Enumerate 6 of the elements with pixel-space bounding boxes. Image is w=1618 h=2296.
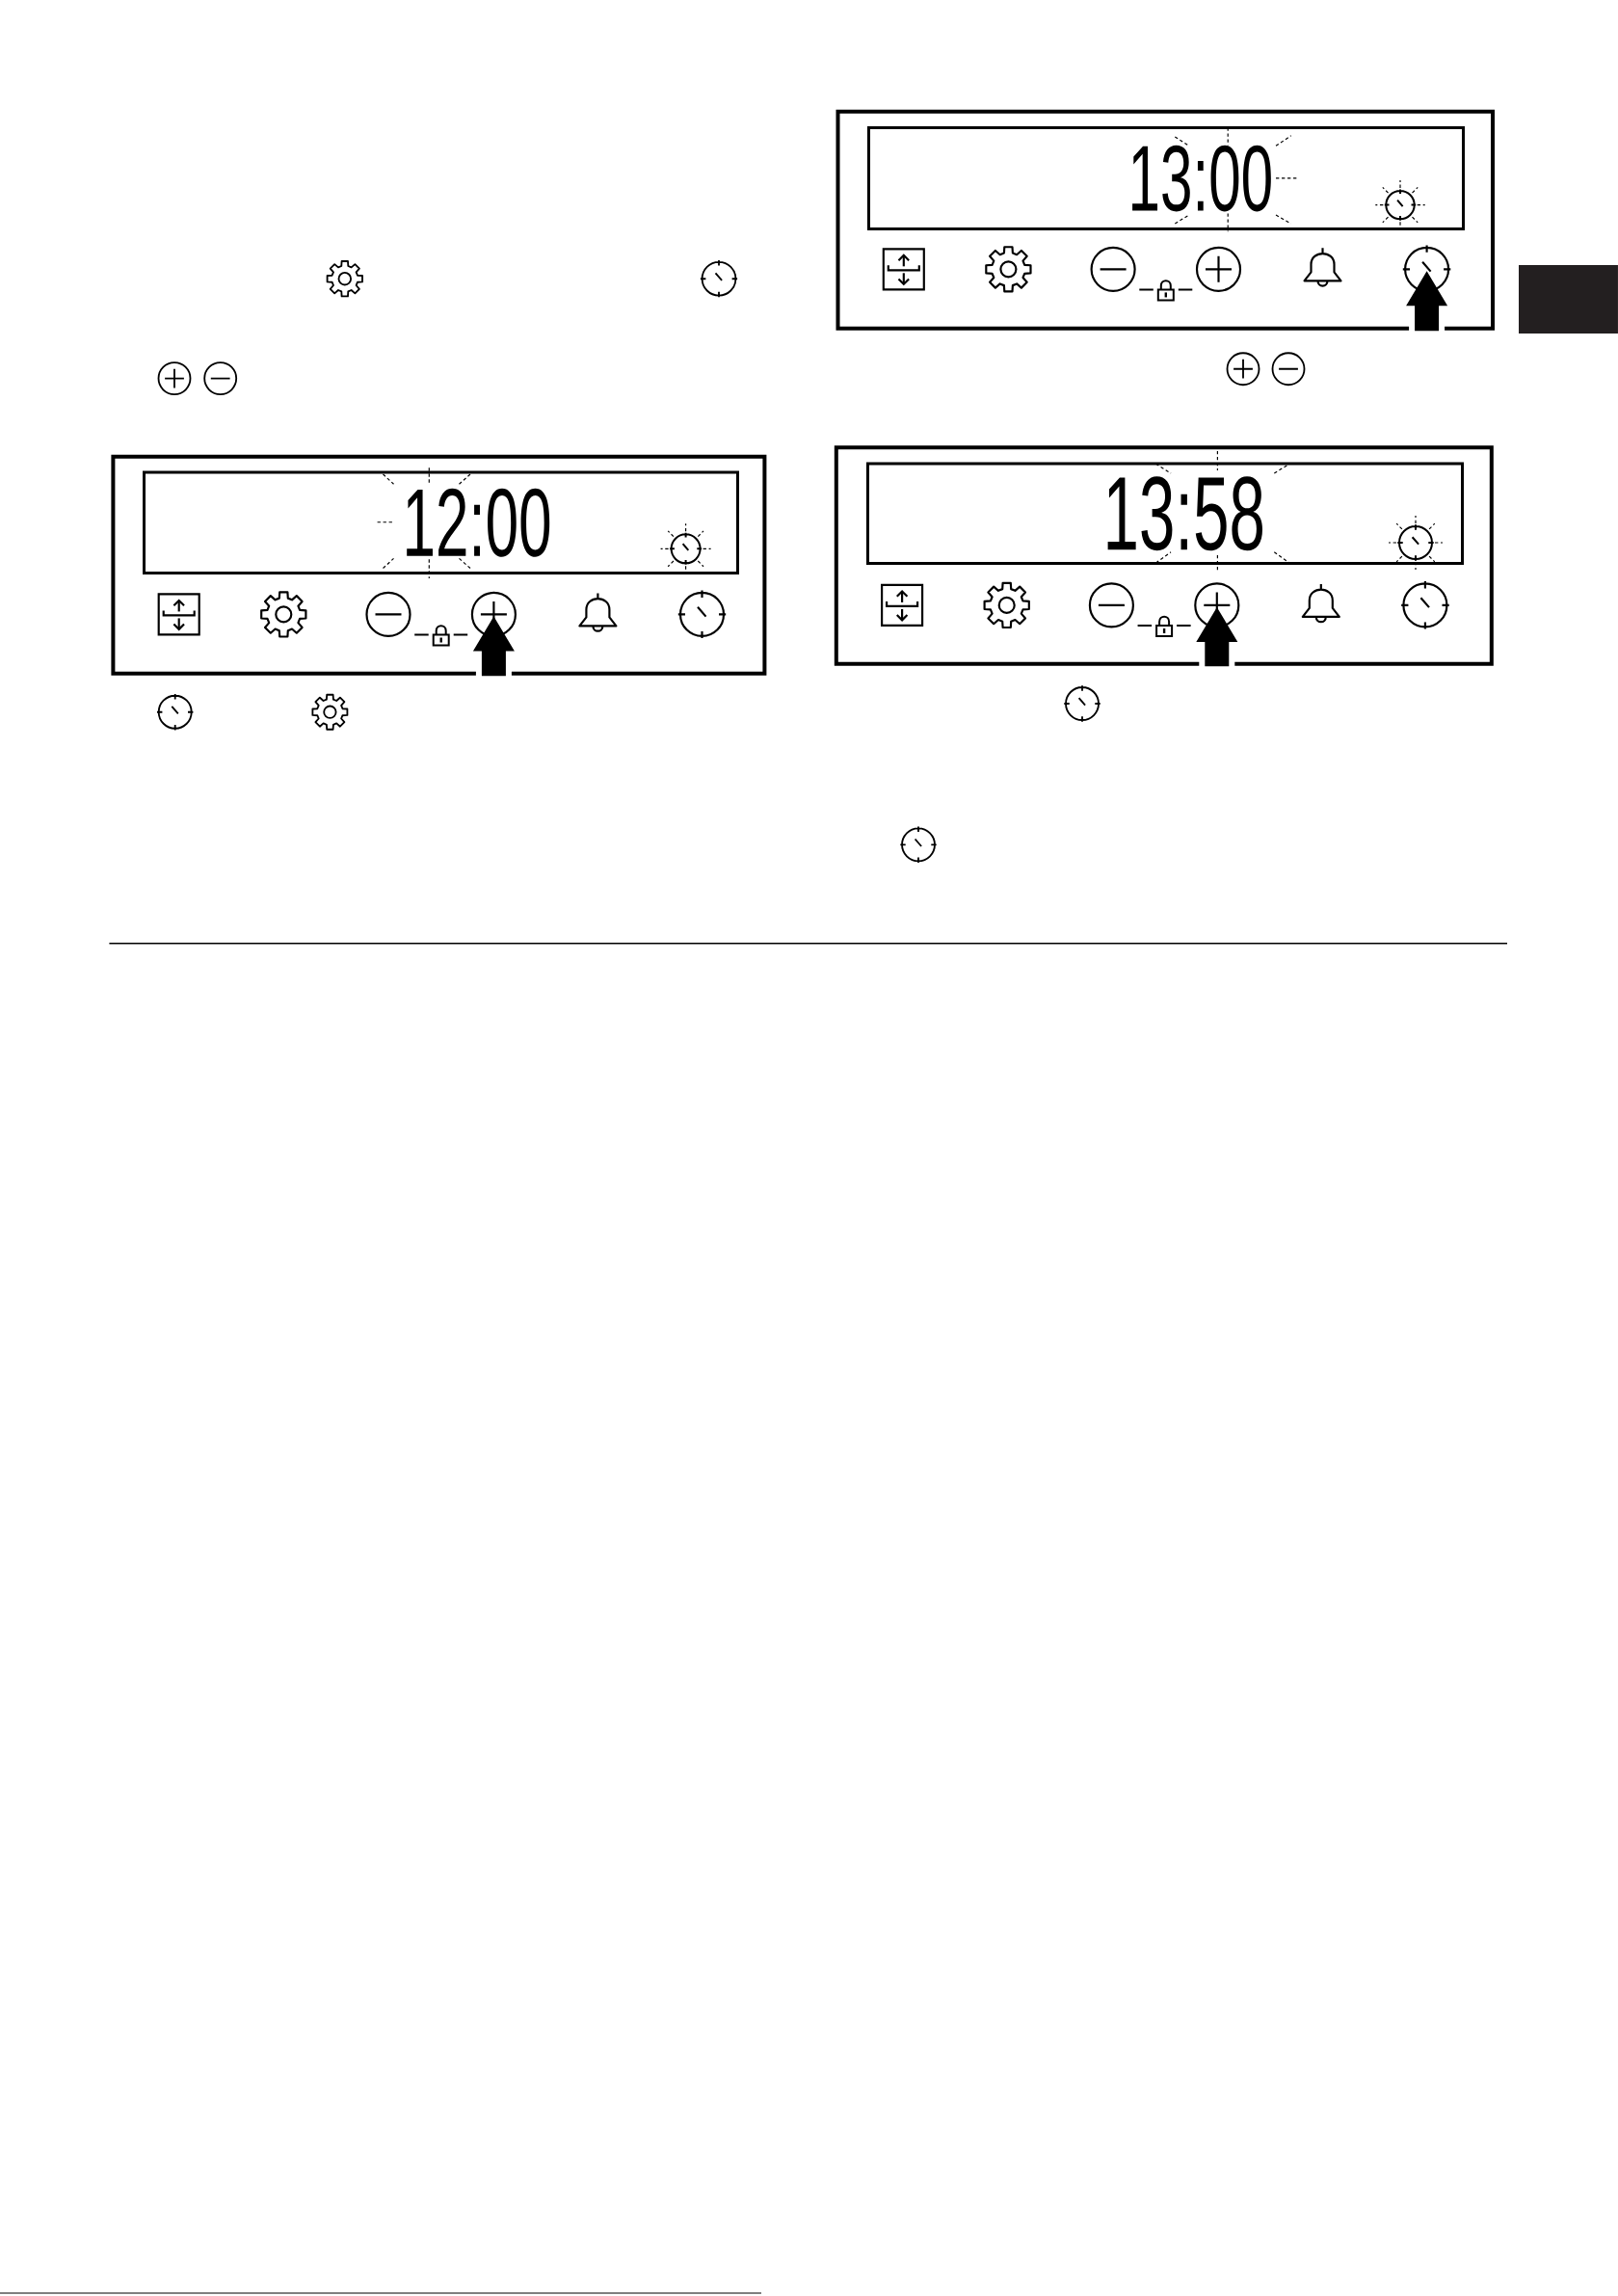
display-screen: 12:00 bbox=[143, 470, 739, 574]
control-panel bbox=[834, 445, 1494, 666]
control-panel bbox=[111, 454, 767, 676]
display-screen: 13:00 bbox=[867, 126, 1465, 230]
display-screen: 13:58 bbox=[866, 462, 1464, 565]
control-panel bbox=[836, 109, 1495, 331]
